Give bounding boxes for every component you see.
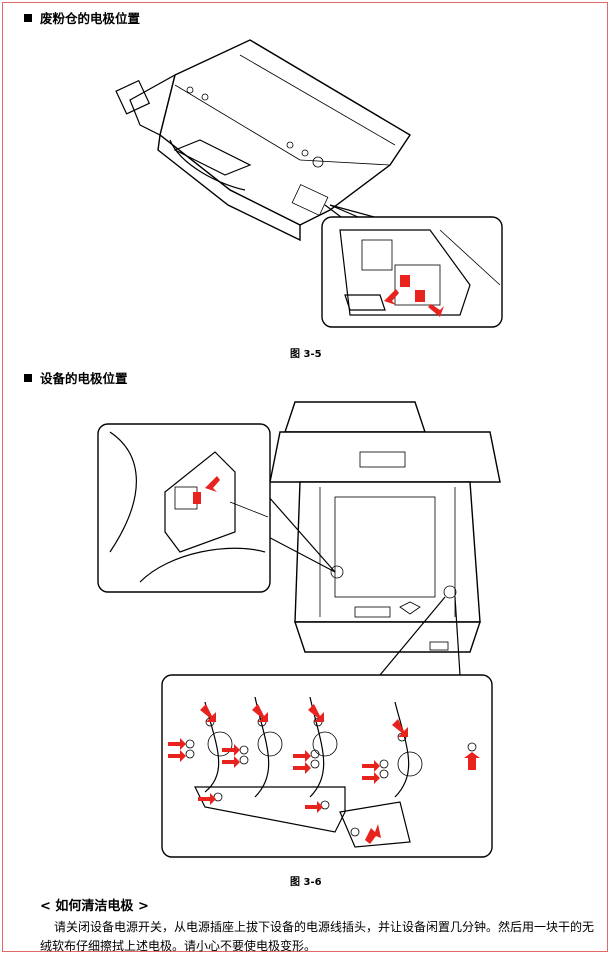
cleaning-heading: < 如何清洁电极 > (40, 899, 149, 914)
red-arrow-icon (464, 752, 480, 770)
red-arrow-icon (168, 750, 186, 762)
red-arrow-icon (198, 793, 216, 805)
red-arrow-icon (305, 801, 323, 813)
red-arrow-icon (222, 744, 240, 756)
red-arrow-icon (392, 719, 408, 737)
red-arrow-icon (293, 762, 311, 774)
red-arrow-icon (362, 760, 380, 772)
section-title: 设备的电极位置 (40, 371, 128, 386)
detail-inset-bottom (161, 674, 493, 858)
red-arrow-icon (205, 476, 220, 492)
red-arrow-icon (293, 750, 311, 762)
red-arrow-icon (308, 704, 324, 722)
section-title: 废粉仓的电极位置 (40, 11, 141, 26)
red-arrow-icon (362, 772, 380, 784)
red-arrow-icon (252, 704, 268, 722)
square-bullet-icon (24, 13, 32, 22)
cleaning-instructions: 请关闭设备电源开关，从电源插座上拔下设备的电源线插头，并让设备闲置几分钟。然后用… (40, 920, 595, 953)
printer-drawing (269, 401, 501, 653)
figure-waste-toner-box (115, 39, 503, 328)
square-bullet-icon (24, 373, 32, 382)
detail-inset-waste-toner (321, 216, 503, 328)
figure-machine-electrodes (97, 401, 501, 858)
figure-caption-3-5: 图 3-5 (290, 349, 322, 360)
red-arrow-icon (428, 304, 444, 317)
detail-inset-left (97, 423, 271, 593)
section-heading-machine: 设备的电极位置 (24, 368, 128, 387)
section-heading-waste-toner: 废粉仓的电极位置 (24, 8, 140, 27)
red-arrow-icon (384, 289, 399, 305)
red-arrow-icon (222, 756, 240, 768)
red-arrow-icon (168, 738, 186, 750)
red-arrow-icon (200, 704, 216, 722)
waste-toner-box-drawing (115, 39, 411, 242)
red-arrow-icon (365, 824, 381, 844)
figure-caption-3-6: 图 3-6 (290, 877, 322, 888)
